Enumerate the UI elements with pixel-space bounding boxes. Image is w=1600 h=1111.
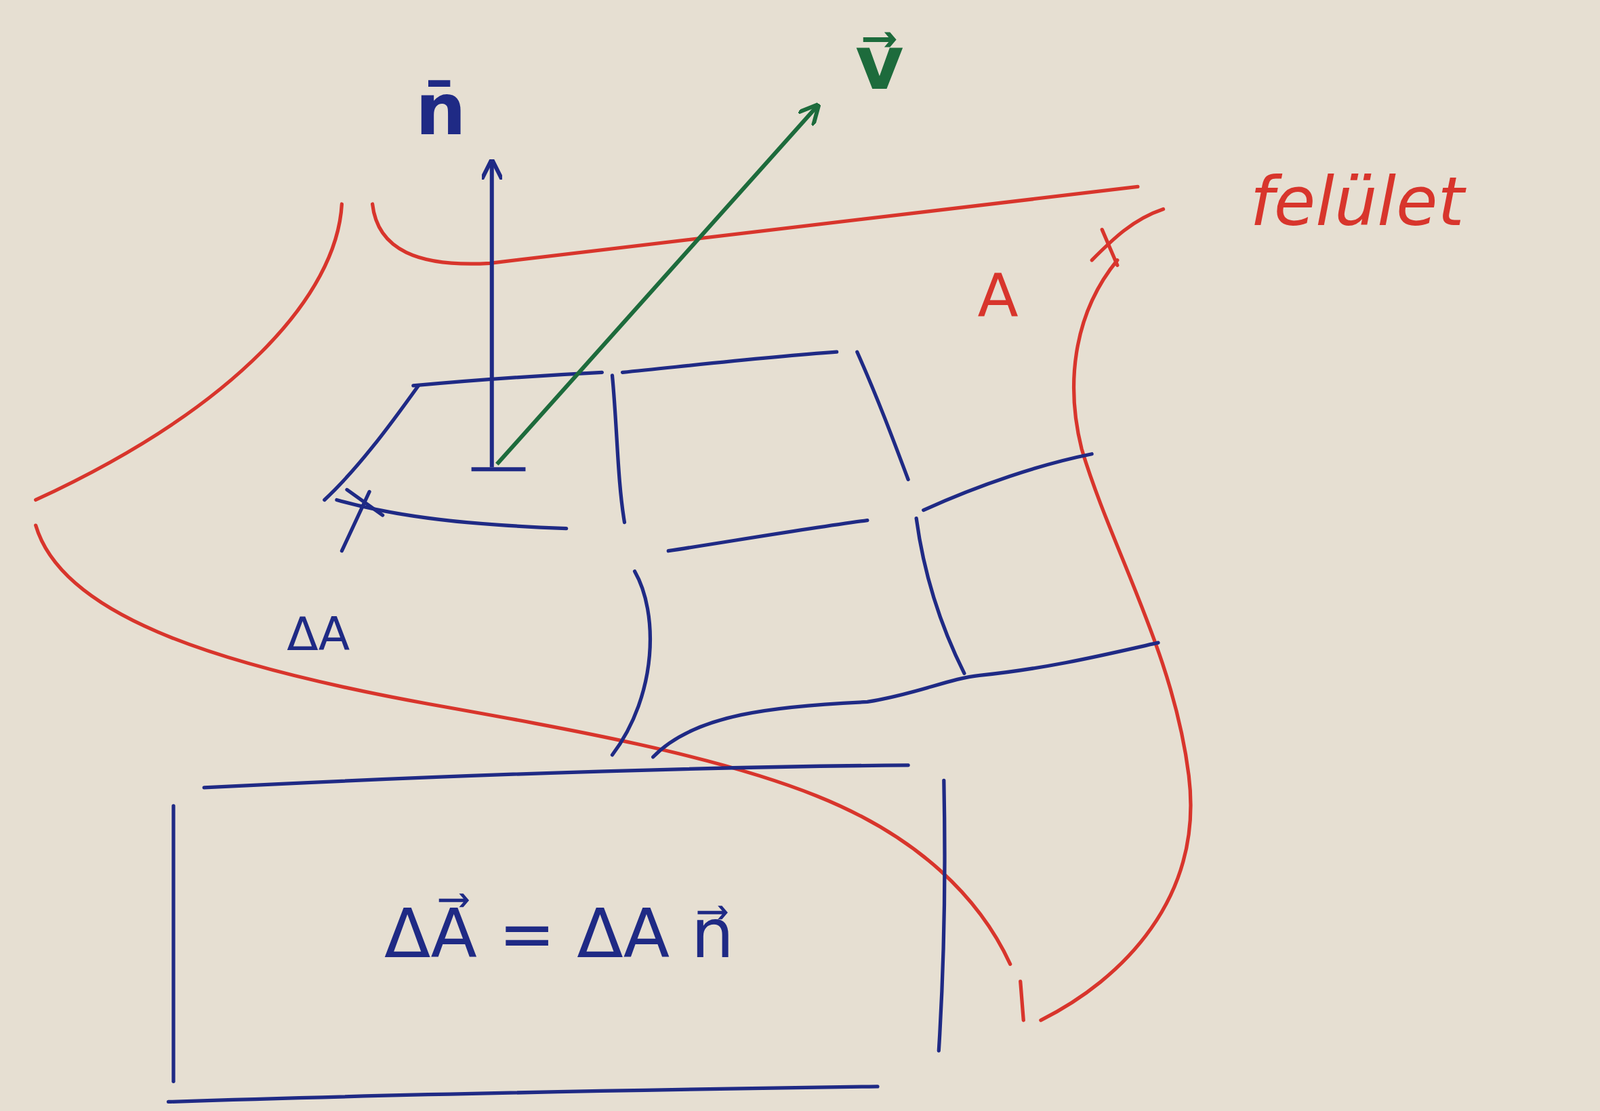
normal-vector [489, 163, 495, 468]
grid-line [857, 351, 909, 480]
grid-line [923, 454, 1092, 511]
formula-box: ΔA⃗ = ΔA n⃗ [357, 879, 762, 989]
formula-text: ΔA⃗ = ΔA n⃗ [384, 893, 734, 975]
grid-line [611, 375, 625, 523]
area-label: A [977, 262, 1019, 329]
velocity-label: v⃗ [855, 22, 905, 105]
grid-line [916, 518, 965, 674]
grid-line [324, 385, 419, 501]
grid-mark [341, 489, 383, 551]
frame-line [938, 780, 945, 1051]
frame-line [171, 805, 175, 1081]
surface-outline [35, 186, 1191, 1020]
normal-label: n̄ [415, 71, 467, 150]
grid-line [611, 571, 650, 755]
frame-line [168, 1086, 877, 1102]
base-tick [471, 466, 526, 471]
grid-line [653, 642, 1159, 757]
grid-line [668, 520, 868, 551]
velocity-vector [496, 107, 816, 465]
frame-line [203, 765, 909, 788]
grid-line [336, 499, 567, 528]
element-label: ΔA [286, 609, 350, 661]
surface-edge [372, 186, 1138, 264]
grid-line [622, 351, 837, 373]
surface-label: felület [1249, 164, 1464, 240]
surface-edge [35, 203, 343, 500]
leader-tick [1101, 229, 1118, 266]
surface-edge [1020, 981, 1024, 1020]
surface-edge [1040, 260, 1191, 1020]
surface-grid [324, 351, 1159, 757]
formula-frame [168, 765, 945, 1102]
